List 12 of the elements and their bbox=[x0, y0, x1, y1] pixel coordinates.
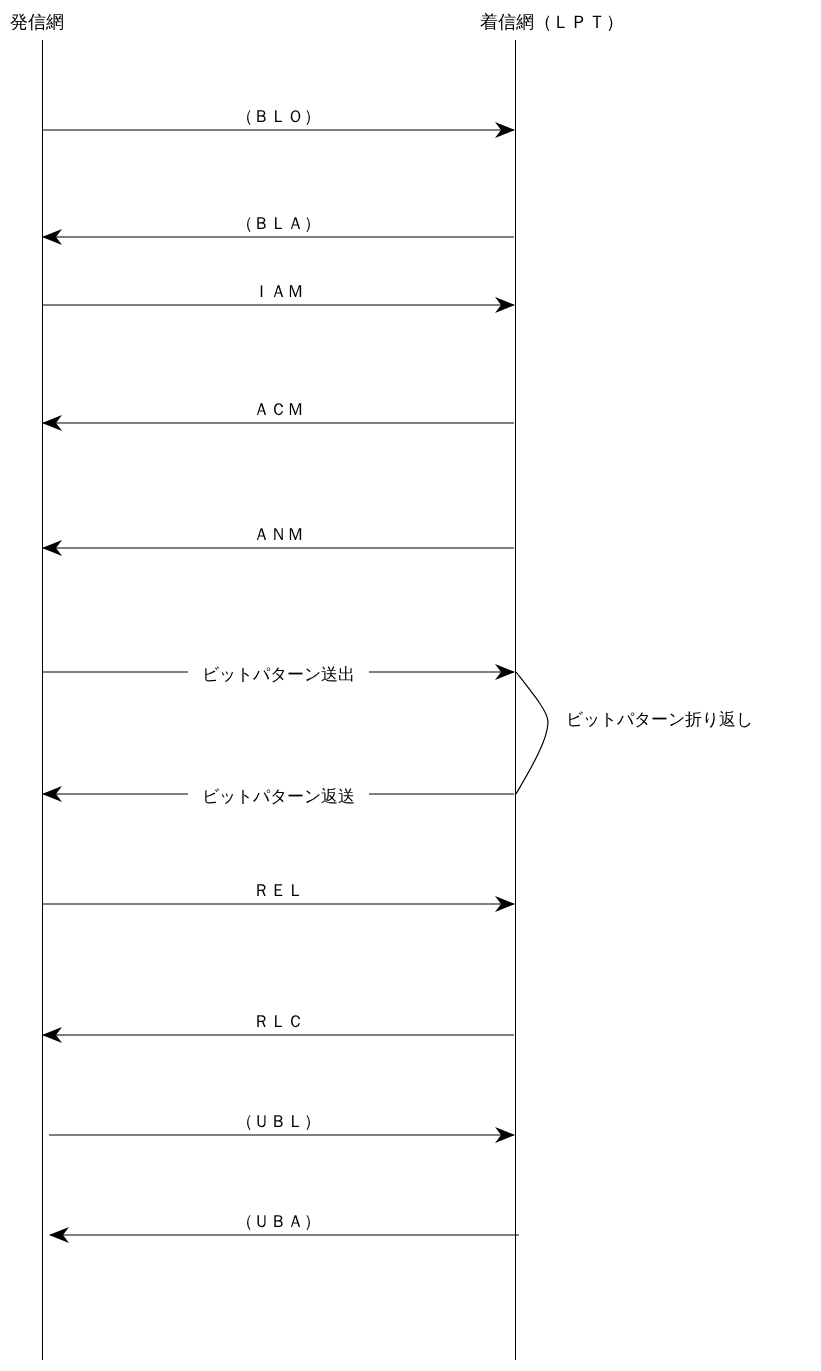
arrow bbox=[42, 896, 515, 912]
arrow bbox=[42, 1027, 515, 1043]
arrow bbox=[42, 297, 515, 313]
edge-label: ビットパターン返送 bbox=[187, 784, 369, 808]
arrow bbox=[42, 540, 515, 556]
lifeline-heading: 着信網（ＬＰＴ） bbox=[479, 10, 624, 34]
arrow bbox=[42, 122, 515, 138]
arrow bbox=[49, 1227, 520, 1243]
arrow bbox=[42, 415, 515, 431]
lifeline-heading: 発信網 bbox=[9, 10, 64, 34]
arrow bbox=[48, 1127, 515, 1143]
arrow bbox=[42, 229, 515, 245]
